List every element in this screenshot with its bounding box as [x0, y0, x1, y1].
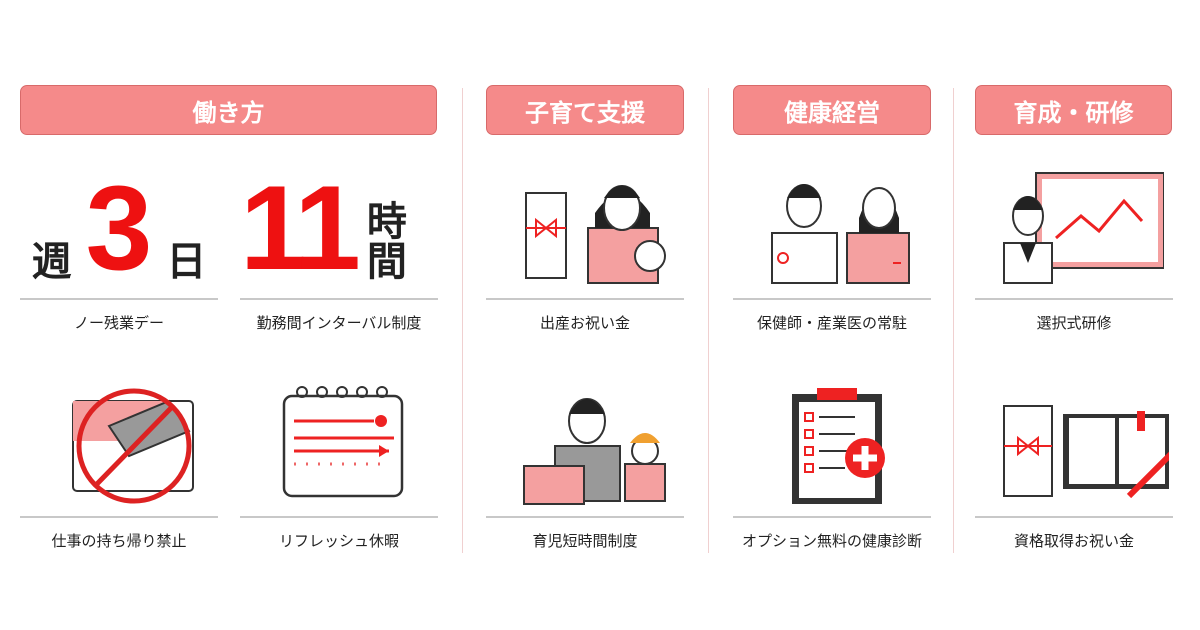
birth-gift: 出産お祝い金	[486, 165, 684, 333]
no-overtime-day: 週 3 日 ノー残業デー	[20, 165, 218, 333]
no-work-take-home: 仕事の持ち帰り禁止	[20, 383, 218, 551]
item-label: 保健師・産業医の常駐	[756, 314, 907, 332]
item-label: 仕事の持ち帰り禁止	[51, 532, 187, 550]
item-label: 選択式研修	[1036, 314, 1112, 332]
parent-and-child-icon	[486, 383, 684, 508]
divider-line	[486, 516, 684, 518]
presentation-chart-icon	[975, 165, 1173, 290]
calendar-icon	[240, 383, 438, 508]
prohibited-briefcase-icon	[20, 383, 218, 508]
divider-line	[240, 298, 438, 300]
section-header-work-style: 働き方	[20, 85, 437, 135]
stat-prefix: 週	[31, 239, 72, 285]
item-label: 出産お祝い金	[539, 314, 630, 332]
divider-line	[486, 298, 684, 300]
stat-suffix: 時間	[366, 199, 407, 285]
gift-and-mother-icon	[486, 165, 684, 290]
qualification-gift: 資格取得お祝い金	[975, 383, 1173, 551]
selective-training: 選択式研修	[975, 165, 1173, 333]
refresh-leave: リフレッシュ休暇	[240, 383, 438, 551]
free-health-checkup: オプション無料の健康診断	[733, 383, 931, 551]
health-staff: 保健師・産業医の常駐	[733, 165, 931, 333]
divider-line	[733, 516, 931, 518]
doctor-and-nurse-icon	[733, 165, 931, 290]
stat-number: 3	[85, 161, 153, 295]
gift-and-book-icon	[975, 383, 1173, 508]
stat-suffix: 日	[166, 239, 207, 285]
divider-line	[733, 298, 931, 300]
divider	[708, 88, 709, 553]
work-interval: 11 時間 勤務間インターバル制度	[240, 165, 438, 333]
divider-line	[975, 298, 1173, 300]
clipboard-medical-icon	[733, 383, 931, 508]
item-label: 資格取得お祝い金	[1013, 532, 1134, 550]
stat-number: 11	[240, 161, 361, 295]
divider-line	[240, 516, 438, 518]
item-label: オプション無料の健康診断	[741, 532, 922, 550]
section-header-training: 育成・研修	[975, 85, 1172, 135]
divider-line	[20, 298, 218, 300]
item-label: リフレッシュ休暇	[278, 532, 399, 550]
divider	[462, 88, 463, 553]
item-label: 勤務間インターバル制度	[256, 314, 422, 332]
divider-line	[975, 516, 1173, 518]
divider	[953, 88, 954, 553]
divider-line	[20, 516, 218, 518]
childcare-short-hours: 育児短時間制度	[486, 383, 684, 551]
section-header-health: 健康経営	[733, 85, 931, 135]
item-label: ノー残業デー	[73, 314, 164, 332]
item-label: 育児短時間制度	[532, 532, 638, 550]
section-header-childcare: 子育て支援	[486, 85, 684, 135]
